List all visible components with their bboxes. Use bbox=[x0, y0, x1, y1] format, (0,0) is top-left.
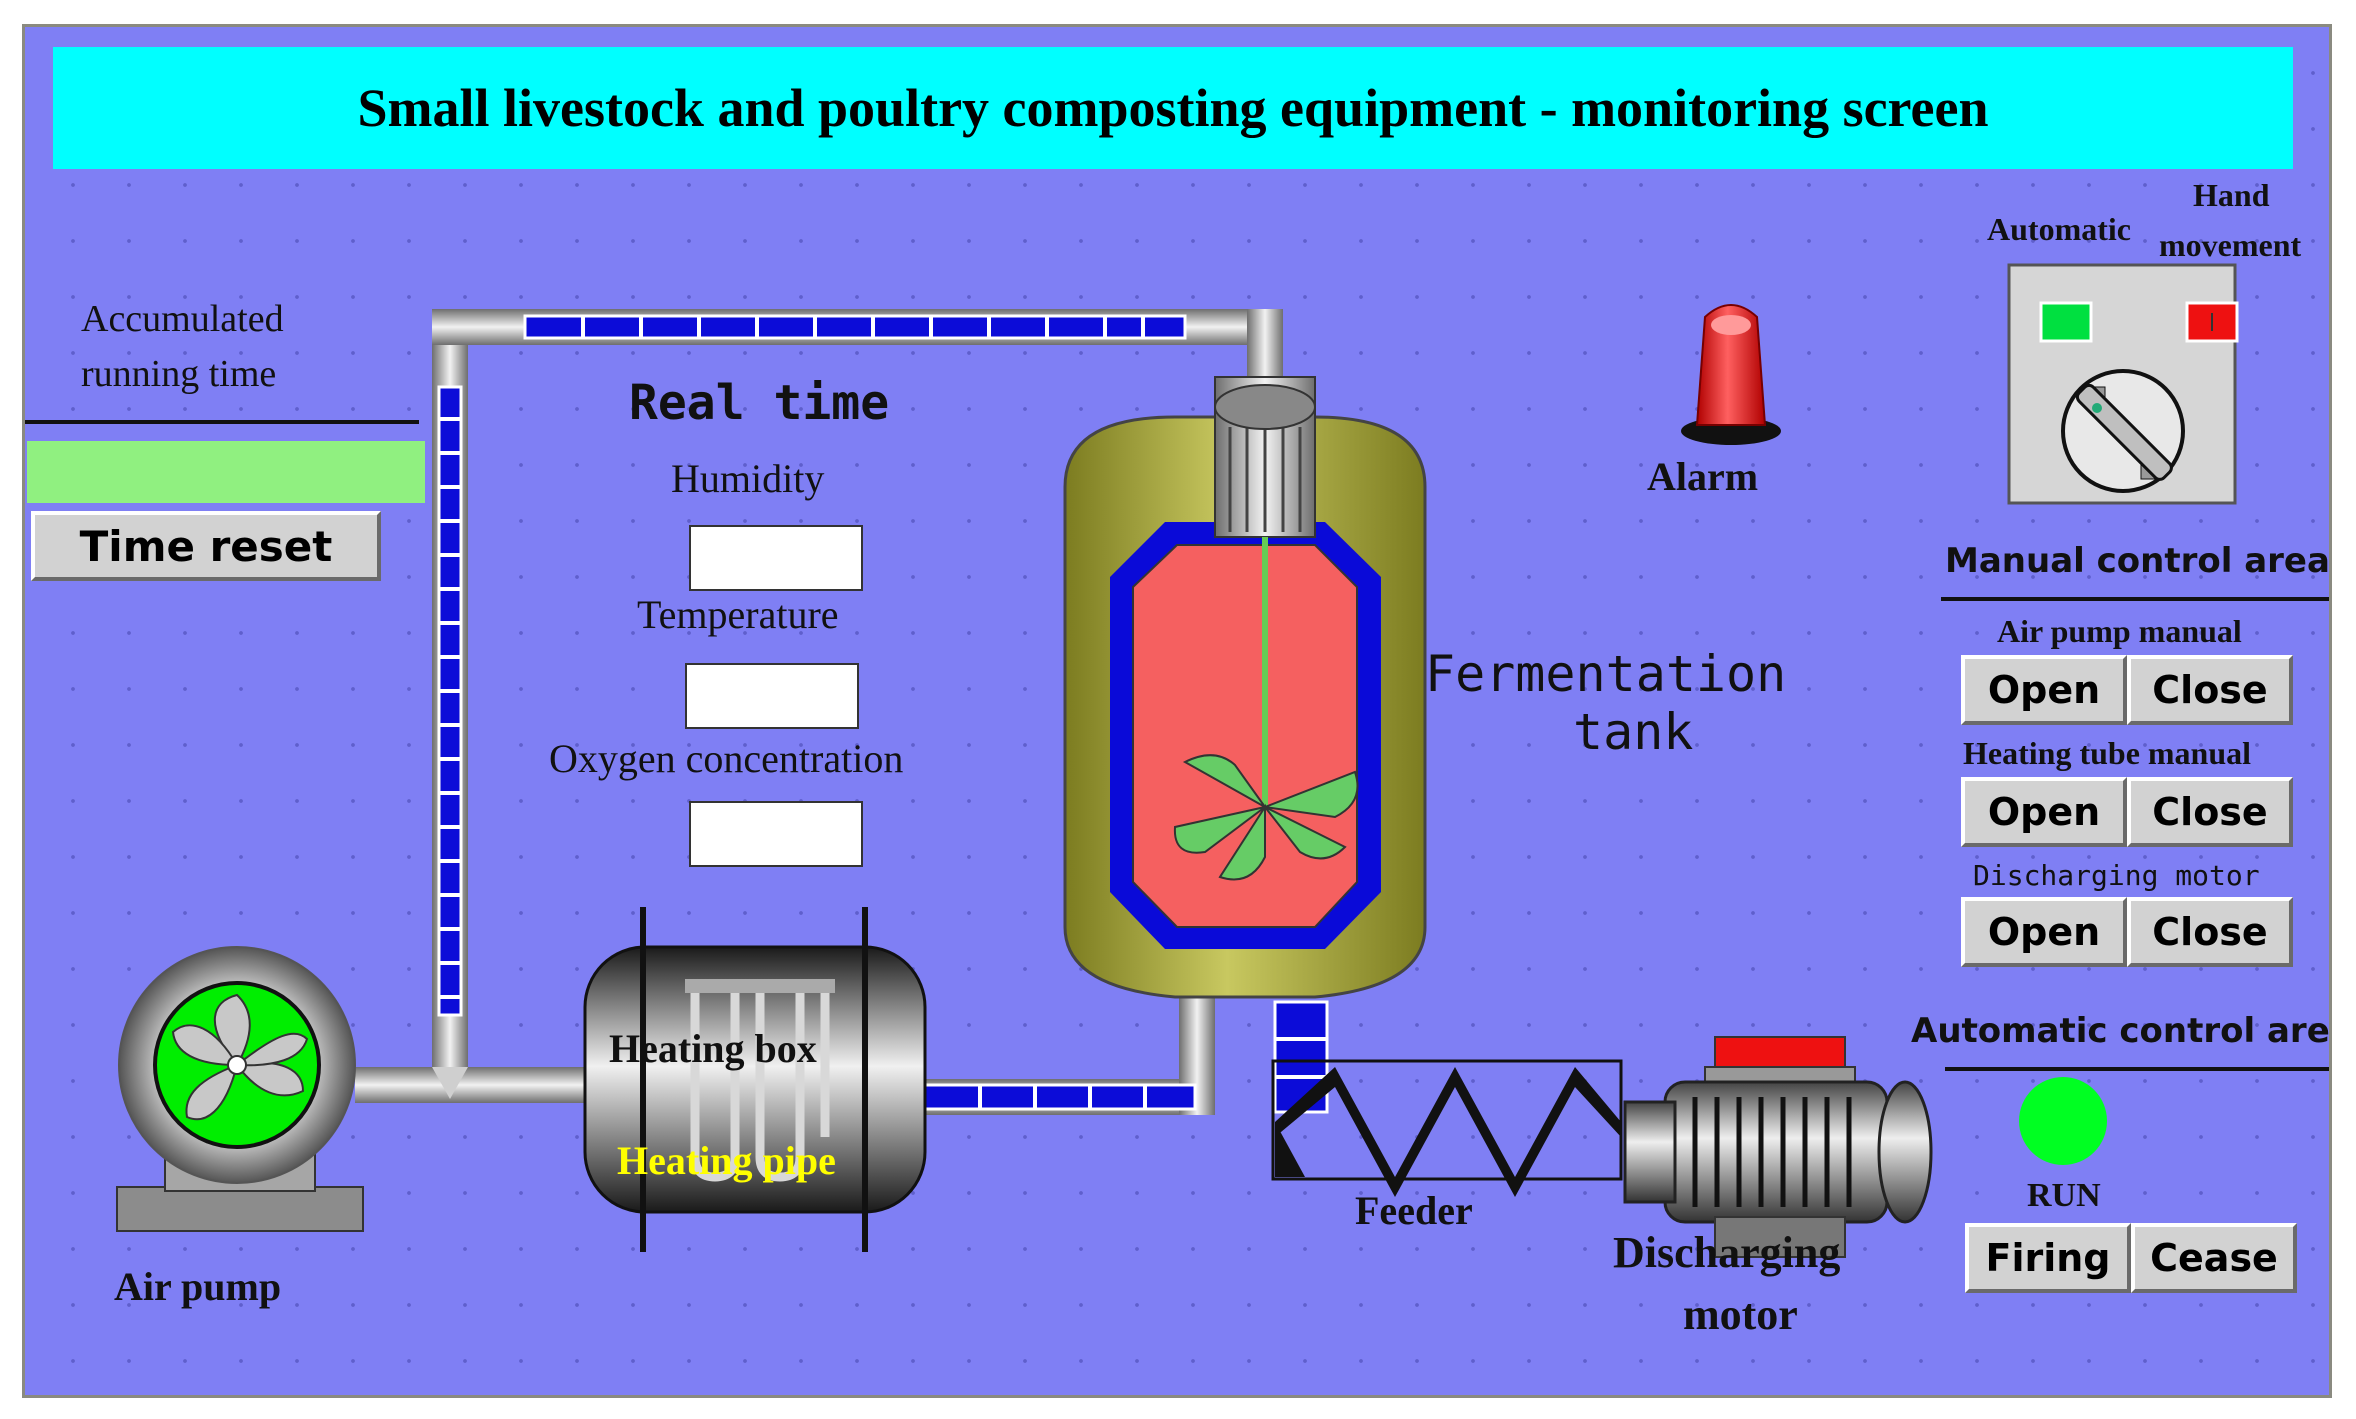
discharging-motor-label-line2: motor bbox=[1683, 1290, 1798, 1339]
heating-tube-close-button[interactable]: Close bbox=[2127, 777, 2293, 847]
fermentation-tank bbox=[1063, 376, 1427, 999]
pipe-flow-left bbox=[437, 385, 463, 1017]
heating-pipe-label: Heating pipe bbox=[617, 1138, 836, 1183]
running-time-display bbox=[27, 441, 425, 503]
pipe-pump-outlet bbox=[355, 1067, 605, 1103]
air-pump-open-button[interactable]: Open bbox=[1961, 655, 2127, 725]
discharging-motor-open-button[interactable]: Open bbox=[1961, 897, 2127, 967]
temperature-value bbox=[685, 663, 859, 729]
realtime-heading: Real time bbox=[629, 375, 890, 431]
air-pump-label: Air pump bbox=[114, 1264, 282, 1309]
humidity-value bbox=[689, 525, 863, 591]
alarm-label: Alarm bbox=[1647, 454, 1759, 499]
auto-control-heading: Automatic control area bbox=[1911, 1011, 2332, 1051]
manual-control-heading: Manual control area bbox=[1945, 541, 2330, 581]
running-time-label-line2: running time bbox=[81, 353, 277, 395]
monitoring-screen: Small livestock and poultry composting e… bbox=[22, 24, 2332, 1398]
automatic-label: Automatic bbox=[1987, 211, 2131, 247]
page-title: Small livestock and poultry composting e… bbox=[53, 47, 2293, 169]
cease-button[interactable]: Cease bbox=[2131, 1223, 2297, 1293]
manual-control-divider bbox=[1941, 597, 2329, 601]
discharging-motor bbox=[1623, 1036, 1933, 1258]
mode-switch bbox=[2007, 263, 2239, 505]
hand-label-line2: movement bbox=[2159, 227, 2302, 263]
heating-tube-manual-label: Heating tube manual bbox=[1963, 735, 2252, 771]
process-diagram bbox=[116, 263, 2239, 1258]
running-time-divider bbox=[25, 420, 419, 424]
discharging-motor-label-line1: Discharging bbox=[1613, 1228, 1841, 1277]
run-status-label: RUN bbox=[2027, 1177, 2101, 1214]
hand-label-line1: Hand bbox=[2193, 177, 2270, 213]
oxygen-value bbox=[689, 801, 863, 867]
auto-control-divider bbox=[1945, 1067, 2329, 1071]
time-reset-button[interactable]: Time reset bbox=[31, 511, 381, 581]
heating-tube-open-button[interactable]: Open bbox=[1961, 777, 2127, 847]
feeder bbox=[1271, 1000, 1623, 1197]
fermentation-tank-label-line2: tank bbox=[1573, 703, 1694, 761]
firing-button[interactable]: Firing bbox=[1965, 1223, 2131, 1293]
pipe-flow-top bbox=[523, 314, 1187, 340]
mode-selector-knob[interactable] bbox=[2009, 265, 2235, 503]
automatic-indicator bbox=[2039, 301, 2093, 343]
heating-box bbox=[583, 907, 927, 1252]
air-pump-manual-label: Air pump manual bbox=[1997, 613, 2242, 649]
oxygen-label: Oxygen concentration bbox=[549, 736, 904, 781]
humidity-label: Humidity bbox=[671, 456, 825, 501]
feeder-label: Feeder bbox=[1355, 1188, 1473, 1233]
air-pump bbox=[116, 946, 364, 1232]
discharging-motor-manual-label: Discharging motor bbox=[1973, 859, 2260, 892]
heating-box-label: Heating box bbox=[609, 1026, 817, 1071]
run-indicator bbox=[2019, 1077, 2107, 1165]
air-pump-close-button[interactable]: Close bbox=[2127, 655, 2293, 725]
discharging-motor-close-button[interactable]: Close bbox=[2127, 897, 2293, 967]
running-time-label-line1: Accumulated bbox=[81, 298, 284, 340]
pipe-flow-bottom bbox=[923, 1083, 1197, 1111]
fermentation-tank-label-line1: Fermentation bbox=[1425, 645, 1787, 703]
temperature-label: Temperature bbox=[637, 592, 839, 637]
alarm-lamp bbox=[1681, 304, 1781, 445]
